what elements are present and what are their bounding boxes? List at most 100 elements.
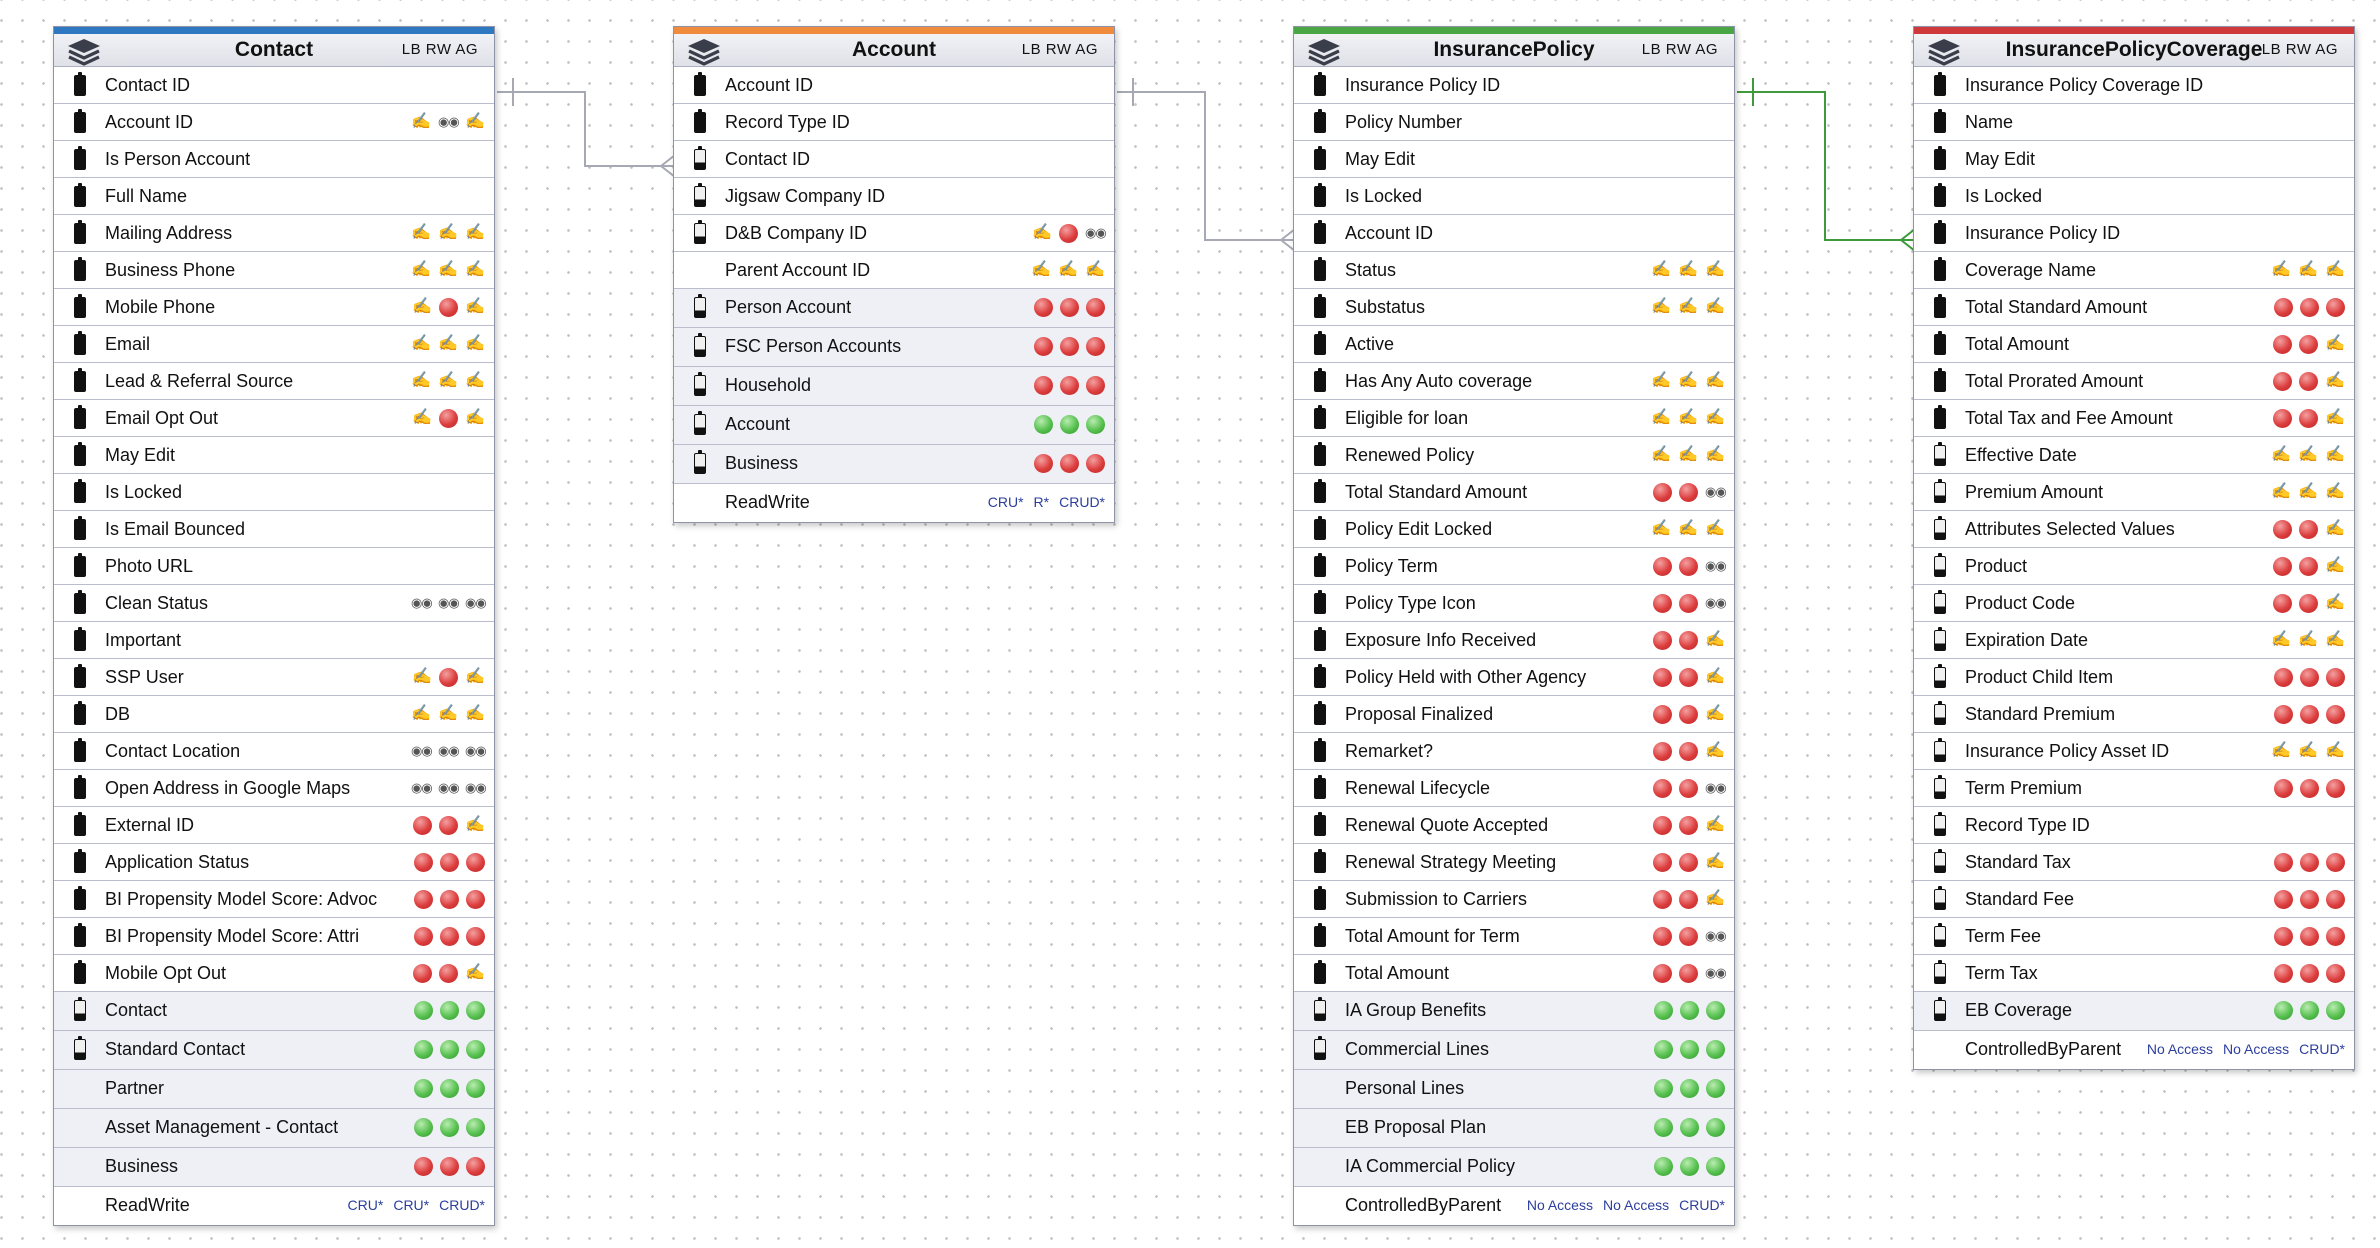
field-row[interactable]: BI Propensity Model Score: Attri	[54, 918, 494, 955]
field-row[interactable]: Term Tax	[1914, 955, 2354, 992]
field-row[interactable]: Insurance Policy ID	[1294, 67, 1734, 104]
field-row[interactable]: Photo URL	[54, 548, 494, 585]
field-row[interactable]: Has Any Auto coverage✍✍✍	[1294, 363, 1734, 400]
record-type-row[interactable]: EB Proposal Plan	[1294, 1109, 1734, 1148]
field-row[interactable]: Total Amount✍	[1914, 326, 2354, 363]
field-row[interactable]: Renewal Strategy Meeting✍	[1294, 844, 1734, 881]
field-row[interactable]: Contact ID	[54, 67, 494, 104]
field-row[interactable]: Submission to Carriers✍	[1294, 881, 1734, 918]
field-row[interactable]: Effective Date✍✍✍	[1914, 437, 2354, 474]
field-row[interactable]: Policy Edit Locked✍✍✍	[1294, 511, 1734, 548]
field-row[interactable]: Standard Premium	[1914, 696, 2354, 733]
record-type-row[interactable]: IA Group Benefits	[1294, 992, 1734, 1031]
field-row[interactable]: Standard Fee	[1914, 881, 2354, 918]
field-row[interactable]: Insurance Policy Asset ID✍✍✍	[1914, 733, 2354, 770]
field-row[interactable]: Product Child Item	[1914, 659, 2354, 696]
field-row[interactable]: Insurance Policy ID	[1914, 215, 2354, 252]
field-row[interactable]: Full Name	[54, 178, 494, 215]
record-type-row[interactable]: FSC Person Accounts	[674, 328, 1114, 367]
record-type-row[interactable]: Household	[674, 367, 1114, 406]
field-row[interactable]: Is Locked	[1294, 178, 1734, 215]
field-row[interactable]: Is Locked	[1914, 178, 2354, 215]
layers-icon[interactable]	[1306, 37, 1342, 71]
field-row[interactable]: Name	[1914, 104, 2354, 141]
record-type-row[interactable]: Person Account	[674, 289, 1114, 328]
field-row[interactable]: DB✍✍✍	[54, 696, 494, 733]
field-row[interactable]: Active	[1294, 326, 1734, 363]
field-row[interactable]: Exposure Info Received✍	[1294, 622, 1734, 659]
record-type-row[interactable]: Standard Contact	[54, 1031, 494, 1070]
field-row[interactable]: Total Standard Amount◉◉	[1294, 474, 1734, 511]
field-row[interactable]: May Edit	[1914, 141, 2354, 178]
field-row[interactable]: Coverage Name✍✍✍	[1914, 252, 2354, 289]
field-row[interactable]: D&B Company ID✍◉◉	[674, 215, 1114, 252]
record-type-row[interactable]: Account	[674, 406, 1114, 445]
field-row[interactable]: Eligible for loan✍✍✍	[1294, 400, 1734, 437]
field-row[interactable]: Policy Term◉◉	[1294, 548, 1734, 585]
field-row[interactable]: Status✍✍✍	[1294, 252, 1734, 289]
field-row[interactable]: Email✍✍✍	[54, 326, 494, 363]
field-row[interactable]: BI Propensity Model Score: Advoc	[54, 881, 494, 918]
field-row[interactable]: Is Locked	[54, 474, 494, 511]
field-row[interactable]: May Edit	[54, 437, 494, 474]
field-row[interactable]: Lead & Referral Source✍✍✍	[54, 363, 494, 400]
field-row[interactable]: Standard Tax	[1914, 844, 2354, 881]
field-row[interactable]: Contact ID	[674, 141, 1114, 178]
field-row[interactable]: Renewal Lifecycle◉◉	[1294, 770, 1734, 807]
field-row[interactable]: Account ID	[674, 67, 1114, 104]
field-row[interactable]: Proposal Finalized✍	[1294, 696, 1734, 733]
field-row[interactable]: Contact Location◉◉◉◉◉◉	[54, 733, 494, 770]
field-row[interactable]: Remarket?✍	[1294, 733, 1734, 770]
field-row[interactable]: Term Premium	[1914, 770, 2354, 807]
record-type-row[interactable]: Commercial Lines	[1294, 1031, 1734, 1070]
record-type-row[interactable]: IA Commercial Policy	[1294, 1148, 1734, 1187]
field-row[interactable]: Total Amount for Term◉◉	[1294, 918, 1734, 955]
field-row[interactable]: Total Tax and Fee Amount✍	[1914, 400, 2354, 437]
field-row[interactable]: Mailing Address✍✍✍	[54, 215, 494, 252]
field-row[interactable]: Renewal Quote Accepted✍	[1294, 807, 1734, 844]
field-row[interactable]: Application Status	[54, 844, 494, 881]
field-row[interactable]: Is Email Bounced	[54, 511, 494, 548]
layers-icon[interactable]	[1926, 37, 1962, 71]
field-row[interactable]: Record Type ID	[1914, 807, 2354, 844]
field-row[interactable]: Policy Type Icon◉◉	[1294, 585, 1734, 622]
field-row[interactable]: Premium Amount✍✍✍	[1914, 474, 2354, 511]
field-row[interactable]: Parent Account ID✍✍✍	[674, 252, 1114, 289]
record-type-row[interactable]: Personal Lines	[1294, 1070, 1734, 1109]
record-type-row[interactable]: Contact	[54, 992, 494, 1031]
field-row[interactable]: Mobile Opt Out✍	[54, 955, 494, 992]
field-row[interactable]: May Edit	[1294, 141, 1734, 178]
field-row[interactable]: Renewed Policy✍✍✍	[1294, 437, 1734, 474]
field-row[interactable]: Record Type ID	[674, 104, 1114, 141]
field-row[interactable]: Clean Status◉◉◉◉◉◉	[54, 585, 494, 622]
field-row[interactable]: Attributes Selected Values✍	[1914, 511, 2354, 548]
field-row[interactable]: Open Address in Google Maps◉◉◉◉◉◉	[54, 770, 494, 807]
field-row[interactable]: Is Person Account	[54, 141, 494, 178]
field-row[interactable]: Substatus✍✍✍	[1294, 289, 1734, 326]
field-row[interactable]: Insurance Policy Coverage ID	[1914, 67, 2354, 104]
field-row[interactable]: Expiration Date✍✍✍	[1914, 622, 2354, 659]
field-row[interactable]: SSP User✍✍	[54, 659, 494, 696]
field-row[interactable]: Product✍	[1914, 548, 2354, 585]
field-row[interactable]: Total Amount◉◉	[1294, 955, 1734, 992]
field-row[interactable]: Term Fee	[1914, 918, 2354, 955]
field-row[interactable]: Account ID	[1294, 215, 1734, 252]
field-row[interactable]: Mobile Phone✍✍	[54, 289, 494, 326]
field-row[interactable]: Business Phone✍✍✍	[54, 252, 494, 289]
field-row[interactable]: Product Code✍	[1914, 585, 2354, 622]
field-row[interactable]: External ID✍	[54, 807, 494, 844]
record-type-row[interactable]: Business	[54, 1148, 494, 1187]
field-row[interactable]: Important	[54, 622, 494, 659]
layers-icon[interactable]	[686, 37, 722, 71]
record-type-row[interactable]: Asset Management - Contact	[54, 1109, 494, 1148]
